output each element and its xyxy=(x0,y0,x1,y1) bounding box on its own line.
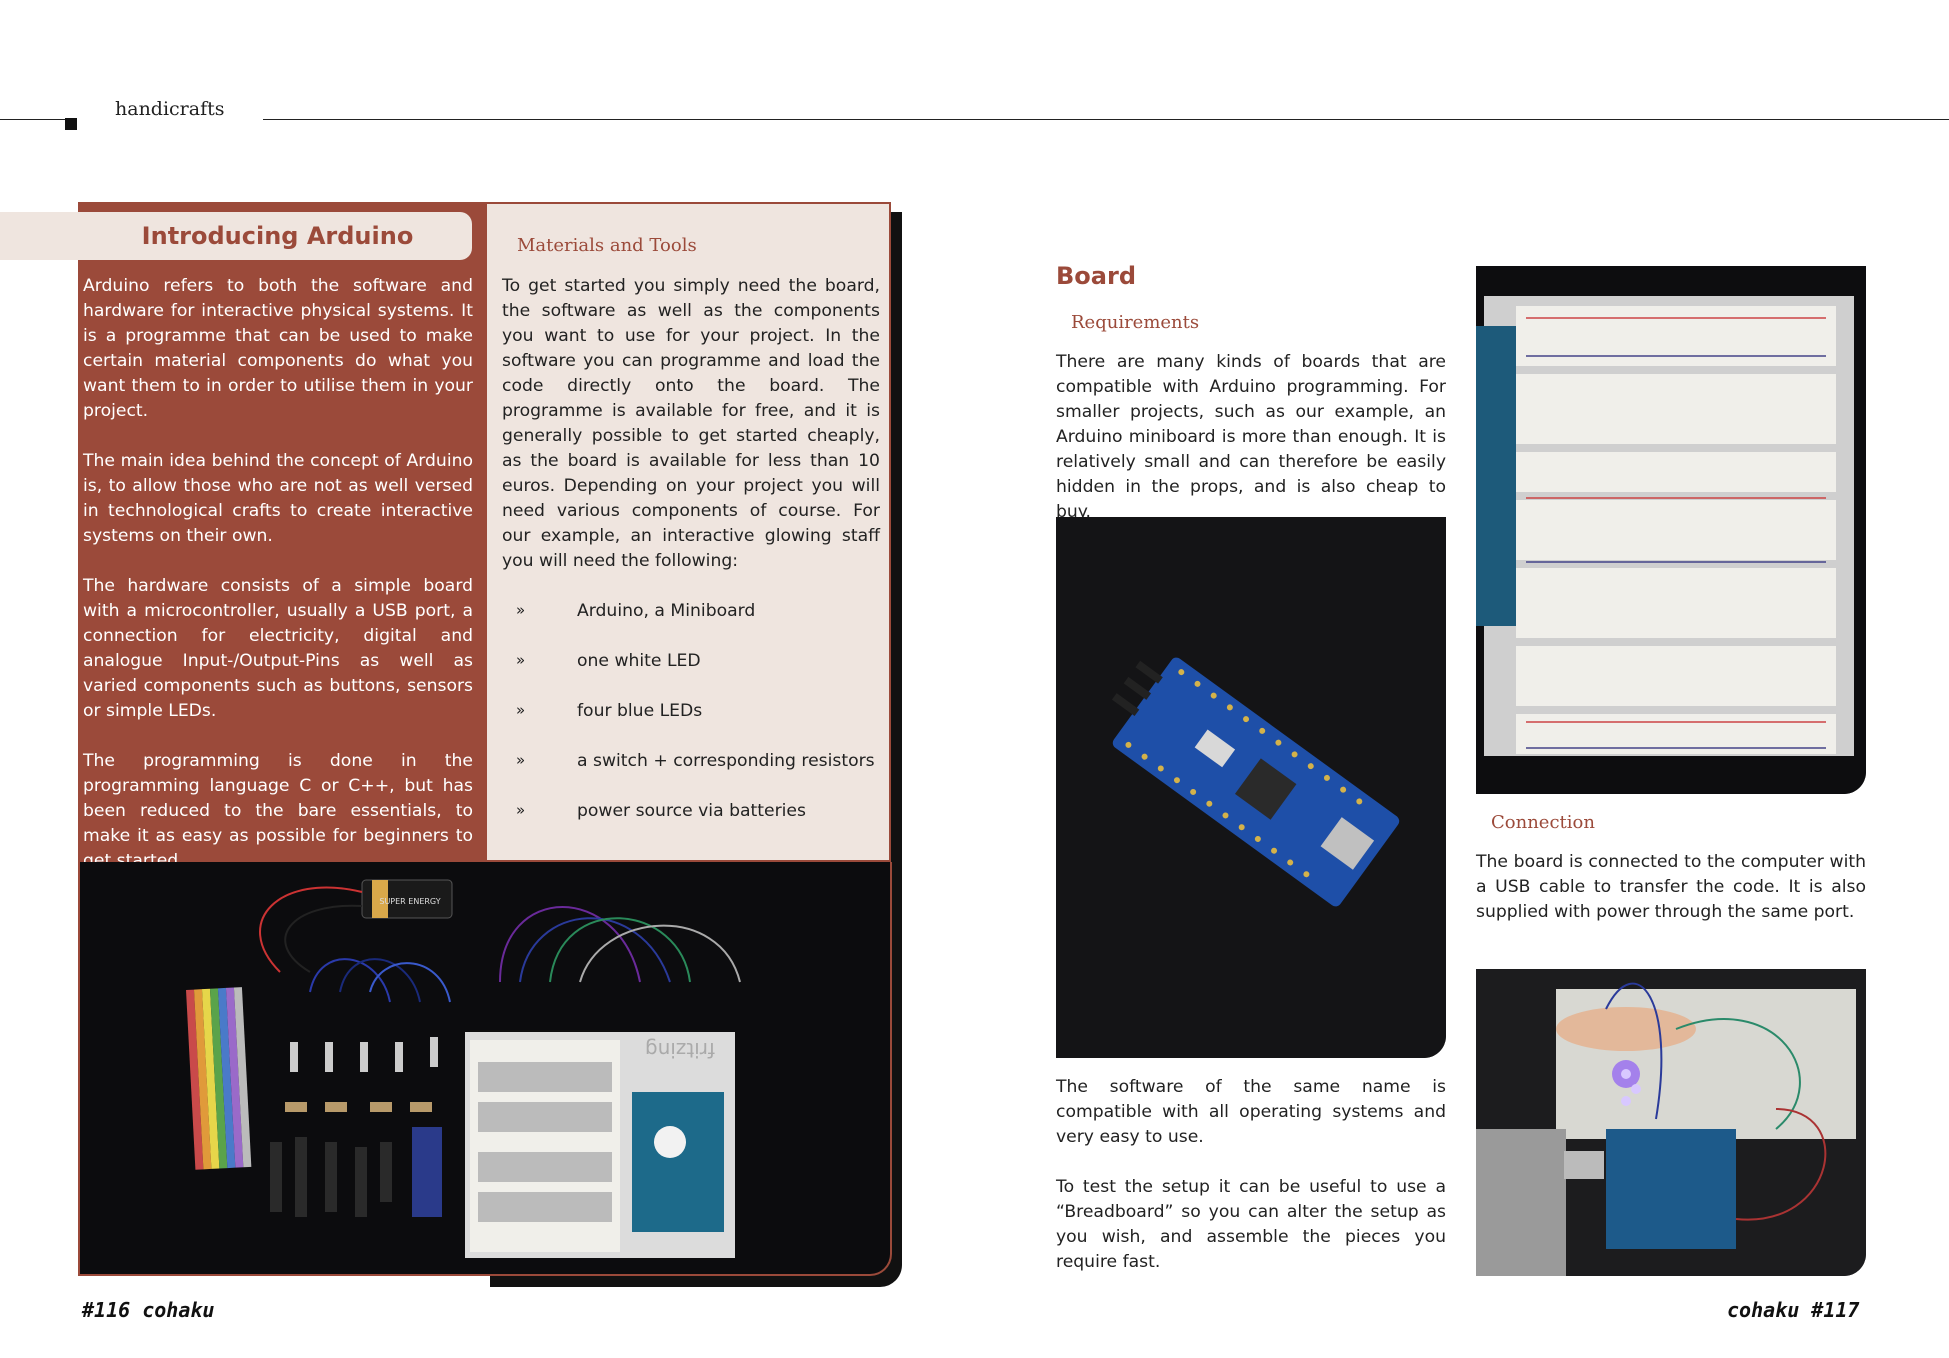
breadboard: fritzing xyxy=(465,1032,735,1258)
components-photo: SUPER ENERGY xyxy=(78,862,892,1276)
bullet-glyph: » xyxy=(516,801,526,819)
nano-photo xyxy=(1056,517,1446,1058)
led-setup-illustration xyxy=(1476,969,1866,1276)
software-paragraph: The software of the same name is compati… xyxy=(1056,1077,1446,1147)
intro-paragraph: The programming is done in the programmi… xyxy=(83,751,473,871)
intro-panel xyxy=(78,202,485,862)
requirements-title: Requirements xyxy=(1071,312,1200,333)
section-title: handicrafts xyxy=(115,98,225,120)
header-rule-right xyxy=(263,119,1949,120)
materials-item-label: Arduino, a Miniboard xyxy=(577,601,756,621)
heat-shrink-tubes xyxy=(270,1137,392,1217)
bullet-glyph: » xyxy=(516,751,526,769)
materials-title: Materials and Tools xyxy=(517,235,697,256)
leds-resistors xyxy=(285,1037,438,1112)
bullet-glyph: » xyxy=(516,601,526,619)
materials-panel xyxy=(485,202,891,862)
led-setup-photo xyxy=(1476,969,1866,1276)
intro-paragraph: The main idea behind the concept of Ardu… xyxy=(83,451,473,546)
software-paragraph: To test the setup it can be useful to us… xyxy=(1056,1177,1446,1272)
connection-title: Connection xyxy=(1491,812,1595,833)
ribbon-cable xyxy=(186,987,252,1170)
page-number-left: #116 cohaku xyxy=(82,1298,215,1322)
intro-body: Arduino refers to both the software and … xyxy=(83,274,473,899)
intro-paragraph: Arduino refers to both the software and … xyxy=(83,276,473,421)
blue-leds xyxy=(1612,1060,1641,1106)
materials-item-label: a switch + corresponding resistors xyxy=(577,751,875,771)
materials-body: To get started you simply need the board… xyxy=(502,276,880,571)
breadboard-brand: fritzing xyxy=(645,1038,715,1062)
nano-board xyxy=(412,1127,442,1217)
battery-9v: SUPER ENERGY xyxy=(361,879,453,919)
materials-item-label: power source via batteries xyxy=(577,801,806,821)
components-illustration: SUPER ENERGY xyxy=(186,879,741,1258)
materials-list-item: » a switch + corresponding resistors xyxy=(502,751,882,777)
header-rule-left xyxy=(0,119,66,120)
materials-list-item: » four blue LEDs xyxy=(502,701,882,727)
intro-title-tab xyxy=(0,212,472,260)
page-number-right: cohaku #117 xyxy=(1727,1298,1860,1322)
materials-list-item: » one white LED xyxy=(502,651,882,677)
materials-item-label: four blue LEDs xyxy=(577,701,703,721)
board-title: Board xyxy=(1056,262,1136,290)
materials-item-label: one white LED xyxy=(577,651,701,671)
uno-board xyxy=(632,1092,724,1232)
breadboard-photo xyxy=(1476,266,1866,794)
materials-list-item: » Arduino, a Miniboard xyxy=(502,601,882,627)
jumper-wires xyxy=(309,906,741,1003)
bullet-glyph: » xyxy=(516,701,526,719)
nano-illustration xyxy=(1056,517,1446,1058)
breadboard-illustration xyxy=(1476,266,1866,794)
intro-paragraph: The hardware consists of a simple board … xyxy=(83,576,473,721)
battery-label: SUPER ENERGY xyxy=(379,897,440,906)
header-square-marker xyxy=(65,118,77,130)
intro-title: Introducing Arduino xyxy=(141,222,414,250)
requirements-body: There are many kinds of boards that are … xyxy=(1056,352,1446,522)
connection-body: The board is connected to the computer w… xyxy=(1476,852,1866,922)
bullet-glyph: » xyxy=(516,651,526,669)
materials-list-item: » power source via batteries xyxy=(502,801,882,827)
software-body: The software of the same name is compati… xyxy=(1056,1075,1446,1300)
